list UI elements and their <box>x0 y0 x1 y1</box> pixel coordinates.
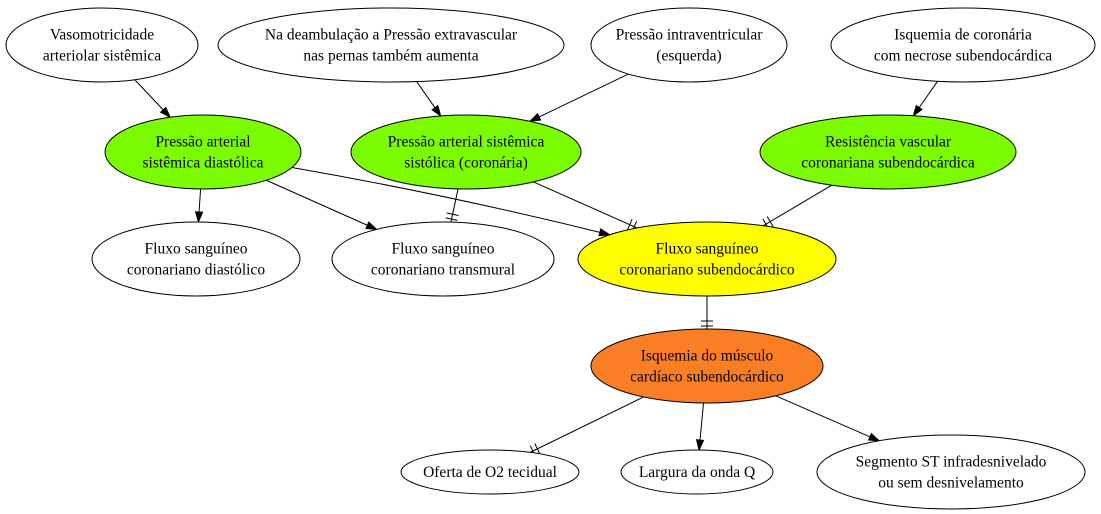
node-oferta-o2: Oferta de O2 tecidual <box>400 449 580 495</box>
edge-pressao-intraventricular-to-pressao-sistolica <box>528 73 629 122</box>
edge-line <box>266 179 377 230</box>
node-label-line: Pressão arterial <box>155 134 250 151</box>
edges-layer <box>134 73 938 457</box>
node-label-line: cardíaco subendocárdico <box>630 369 784 386</box>
node-fluxo-transmural: Fluxo sanguíneo coronariano transmural <box>331 221 555 297</box>
edge-pressao-diastolica-to-fluxo-transmural <box>266 179 378 230</box>
node-label-line: coronariana subendocárdica <box>801 155 975 172</box>
node-vasomotricidade: Vasomotricidade arteriolar sistêmica <box>5 7 199 83</box>
node-ellipse <box>590 7 788 83</box>
node-label-line: coronariano diastólico <box>127 262 265 279</box>
arrowhead-marker <box>528 112 542 122</box>
node-segmento-st: Segmento ST infradesnivelado ou sem desni… <box>816 434 1086 510</box>
node-label-line: coronariano subendocárdico <box>619 262 794 279</box>
edge-deambulacao-to-pressao-sistolica <box>416 81 442 118</box>
node-label-line: sistêmica diastólica <box>143 155 264 172</box>
edge-isquemia-coronaria-to-resistencia <box>912 81 938 117</box>
node-label-line: Oferta de O2 tecidual <box>423 464 557 481</box>
nodes-layer: Vasomotricidade arteriolar sistêmica Na de… <box>5 7 1096 510</box>
edge-pressao-sistolica-to-fluxo-subendocardico <box>533 181 638 233</box>
node-ellipse <box>350 114 582 190</box>
arrowhead-marker <box>431 104 442 118</box>
node-label-line: Largura da onda Q <box>639 464 755 481</box>
tee-marker-bar <box>446 212 459 217</box>
edge-vasomotricidade-to-pressao-diastolica <box>134 79 172 119</box>
node-isquemia-musculo: Isquemia do músculo cardíaco subendocárdi… <box>590 328 824 404</box>
edge-line <box>291 167 610 236</box>
node-ellipse <box>217 7 565 83</box>
node-resistencia: Resistência vascular coronariana subendoc… <box>759 114 1017 190</box>
tee-marker-bar <box>626 218 633 231</box>
edge-line <box>450 188 459 223</box>
edge-resistencia-to-fluxo-subendocardico <box>762 184 833 230</box>
edge-pressao-diastolica-to-fluxo-diastolico <box>194 188 204 224</box>
node-label-line: Segmento ST infradesnivelado <box>856 454 1047 471</box>
node-fluxo-diastolico: Fluxo sanguíneo coronariano diastólico <box>91 221 301 297</box>
node-largura-q: Largura da onda Q <box>620 449 774 495</box>
tee-marker-bar <box>534 443 541 455</box>
arrowhead-marker <box>867 432 881 442</box>
node-label-line: Fluxo sanguíneo <box>656 241 759 258</box>
node-label-line: (esquerda) <box>656 48 721 65</box>
node-ellipse <box>816 434 1086 510</box>
edge-pressao-sistolica-to-fluxo-transmural <box>445 188 459 223</box>
node-ellipse <box>830 7 1096 83</box>
node-label-line: Resistência vascular <box>825 134 952 151</box>
edge-isquemia-musculo-to-oferta-o2 <box>529 396 644 457</box>
node-label-line: Pressão arterial sistêmica <box>388 134 545 151</box>
node-label-line: Isquemia do músculo <box>641 348 774 365</box>
edge-fluxo-subendocardico-to-isquemia-musculo <box>701 296 713 329</box>
arrowhead-marker <box>159 106 172 119</box>
edge-line <box>775 395 880 442</box>
node-ellipse <box>104 114 302 190</box>
node-label-line: coronariano transmural <box>371 262 515 279</box>
tee-marker-bar <box>445 217 458 221</box>
node-pressao-intraventricular: Pressão intraventricular (esquerda) <box>590 7 788 83</box>
node-label-line: Fluxo sanguíneo <box>392 241 495 258</box>
node-label-line: Vasomotricidade <box>50 27 154 44</box>
node-ellipse <box>91 221 301 297</box>
edge-line <box>533 181 638 229</box>
node-label-line: arteriolar sistêmica <box>43 48 161 65</box>
node-isquemia-coronaria: Isquemia de coronária com necrose subendo… <box>830 7 1096 83</box>
edge-pressao-diastolica-to-fluxo-subendocardico <box>291 167 612 237</box>
node-ellipse <box>331 221 555 297</box>
node-deambulacao: Na deambulação a Pressão extravascular na… <box>217 7 565 83</box>
arrowhead-marker <box>365 221 378 230</box>
tee-marker-bar <box>766 216 774 228</box>
arrowhead-marker <box>194 211 204 224</box>
node-pressao-sistolica: Pressão arterial sistêmica sistólica (cor… <box>350 114 582 190</box>
node-label-line: com necrose subendocárdica <box>874 48 1052 65</box>
node-label-line: nas pernas também aumenta <box>303 48 478 65</box>
node-label-line: Na deambulação a Pressão extravascular <box>265 27 518 44</box>
node-ellipse <box>400 449 580 495</box>
node-label-line: Fluxo sanguíneo <box>145 241 248 258</box>
node-pressao-diastolica: Pressão arterial sistêmica diastólica <box>104 114 302 190</box>
edge-line <box>763 184 833 227</box>
node-ellipse <box>590 328 824 404</box>
node-ellipse <box>5 7 199 83</box>
edge-line <box>529 396 644 453</box>
edge-isquemia-musculo-to-segmento-st <box>775 395 881 442</box>
node-label-line: ou sem desnivelamento <box>878 475 1024 492</box>
edge-isquemia-musculo-to-largura-q <box>695 402 705 452</box>
arrowhead-marker <box>912 104 923 117</box>
node-label-line: Pressão intraventricular <box>616 27 764 44</box>
arrowhead-marker <box>598 228 612 237</box>
node-label-line: sistólica (coronária) <box>404 155 528 172</box>
node-fluxo-subendocardico: Fluxo sanguíneo coronariano subendocárdic… <box>577 221 837 297</box>
edge-line <box>529 73 629 122</box>
node-ellipse <box>759 114 1017 190</box>
arrowhead-marker <box>695 439 705 452</box>
node-label-line: Isquemia de coronária <box>894 27 1032 44</box>
node-ellipse <box>620 449 774 495</box>
node-ellipse <box>577 221 837 297</box>
